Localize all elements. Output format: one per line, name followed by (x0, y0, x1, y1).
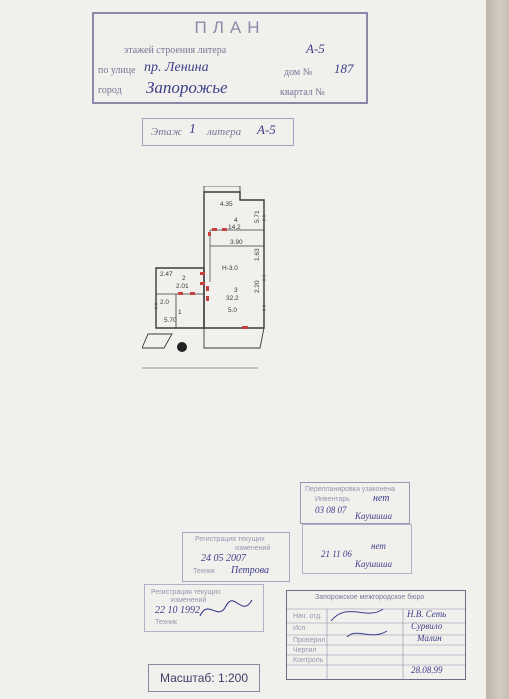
header-line2-label: по улице (98, 65, 136, 76)
plan-header-stamp: ПЛАН этажей строения литера А-5 по улице… (92, 12, 368, 104)
signature-1992 (199, 599, 253, 617)
floor-litera-label: литера (207, 126, 242, 138)
dim-right-top: 5.71 (254, 210, 261, 223)
bureau-name-3: Малин (417, 633, 442, 643)
bureau-name-1: Н.В. Сеть (407, 609, 447, 619)
header-line1-label: этажей строения литера (124, 45, 227, 56)
dim-top: 4.35 (220, 201, 233, 208)
header-house-label: дом № (284, 67, 313, 78)
signature-1 (330, 608, 384, 622)
entrance-marker-icon (177, 342, 187, 352)
dim-left-top: 2.47 (160, 271, 173, 278)
floor-value: 1 (189, 122, 196, 137)
dim-middle: 3.90 (230, 239, 243, 246)
stamp-legalized-sign: нет (373, 493, 390, 504)
bureau-number: 28.08.99 (411, 665, 443, 675)
room-center-label: Н-3.0 (222, 265, 238, 272)
document-page (0, 0, 486, 699)
room-2-area: 2.01 (176, 283, 189, 290)
dim-right-low: 2.20 (254, 280, 261, 293)
header-block-label: квартал № (280, 87, 325, 98)
room-3-number: 3 (234, 287, 238, 294)
room-2-number: 2 (182, 275, 186, 282)
stamp-registration-2006: нет 21 11 06 Каушиша (302, 524, 412, 574)
header-street: пр. Ленина (144, 60, 209, 75)
stamp-registration-2007: Регистрация текущих изменений 24 05 2007… (182, 532, 290, 582)
bureau-title: Запорожское межгородское бюро (315, 594, 425, 601)
floor-plan-drawing: 4.35 5.71 4 14.2 3.90 1.63 Н-3.0 2.20 3 … (142, 186, 266, 369)
stamp-legalized: Перепланировка узаконена Инвентарь нет 0… (300, 482, 410, 524)
floor-stamp: Этаж 1 литера А-5 (142, 118, 294, 146)
stamp-legalized-date: 03 08 07 (315, 505, 347, 515)
room-4-area: 14.2 (228, 224, 241, 231)
header-line1-value: А-5 (306, 41, 325, 56)
stamp-2006-date: 21 11 06 (321, 549, 352, 559)
stamp-legalized-name: Каушиша (355, 511, 392, 521)
header-city: Запорожье (146, 78, 228, 97)
floor-litera-value: А-5 (257, 122, 276, 137)
header-house-number: 187 (334, 61, 354, 76)
room-1-number: 1 (178, 309, 182, 316)
room-3-area: 32.2 (226, 295, 239, 302)
signature-2 (346, 630, 388, 638)
stamp-bureau: Запорожское межгородское бюро Нач. отд. … (286, 590, 466, 680)
scale-stamp: Масштаб: 1:200 (148, 664, 260, 692)
dim-left-mid: 2.0 (160, 299, 169, 306)
bureau-name-2: Сурвило (411, 621, 443, 631)
stamp-2006-name: Каушиша (355, 559, 392, 569)
stamp-2007-name: Петрова (231, 565, 270, 576)
page-edge (486, 0, 509, 699)
dim-bottom: 5.0 (228, 307, 237, 314)
plan-title: ПЛАН (194, 18, 266, 37)
room-1-area: 5.70 (164, 317, 177, 324)
floor-label: Этаж (151, 126, 183, 138)
stamp-2007-date: 24 05 2007 (201, 553, 246, 564)
stamp-1992-date: 22 10 1992 (155, 605, 200, 616)
room-4-number: 4 (234, 217, 238, 224)
bureau-stamp-lines (287, 608, 465, 679)
stamp-registration-1992: Регистрация текущих изменений 22 10 1992… (144, 584, 264, 632)
dim-right-mid: 1.63 (254, 248, 261, 261)
header-city-label: город (98, 85, 122, 96)
